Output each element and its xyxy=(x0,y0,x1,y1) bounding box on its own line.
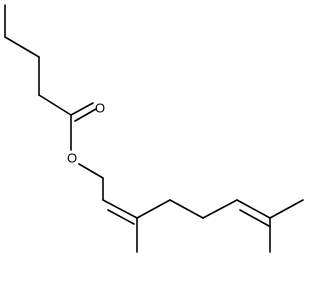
c5-bond xyxy=(169,199,204,219)
c6-bond xyxy=(202,199,238,219)
carbonyl-oxygen-label: O xyxy=(95,101,105,116)
alkene-2-double-bond-a xyxy=(236,199,271,219)
alkene-1-double-bond-b xyxy=(107,209,135,225)
bond-layer xyxy=(4,4,304,253)
c4-bond xyxy=(136,199,171,219)
ester-oxygen-to-methylene-bond xyxy=(78,163,104,179)
chain-bond-2 xyxy=(4,36,40,58)
chain-bond-4 xyxy=(38,94,72,116)
carbonyl-double-bond-a xyxy=(70,102,94,116)
alkene-1-double-bond-a xyxy=(102,199,138,219)
carbonyl-double-bond-b xyxy=(74,108,97,122)
terminal-methyl-right-bond xyxy=(269,199,304,219)
ester-oxygen-label: O xyxy=(67,151,77,166)
alkene-2-double-bond-b xyxy=(239,209,270,227)
